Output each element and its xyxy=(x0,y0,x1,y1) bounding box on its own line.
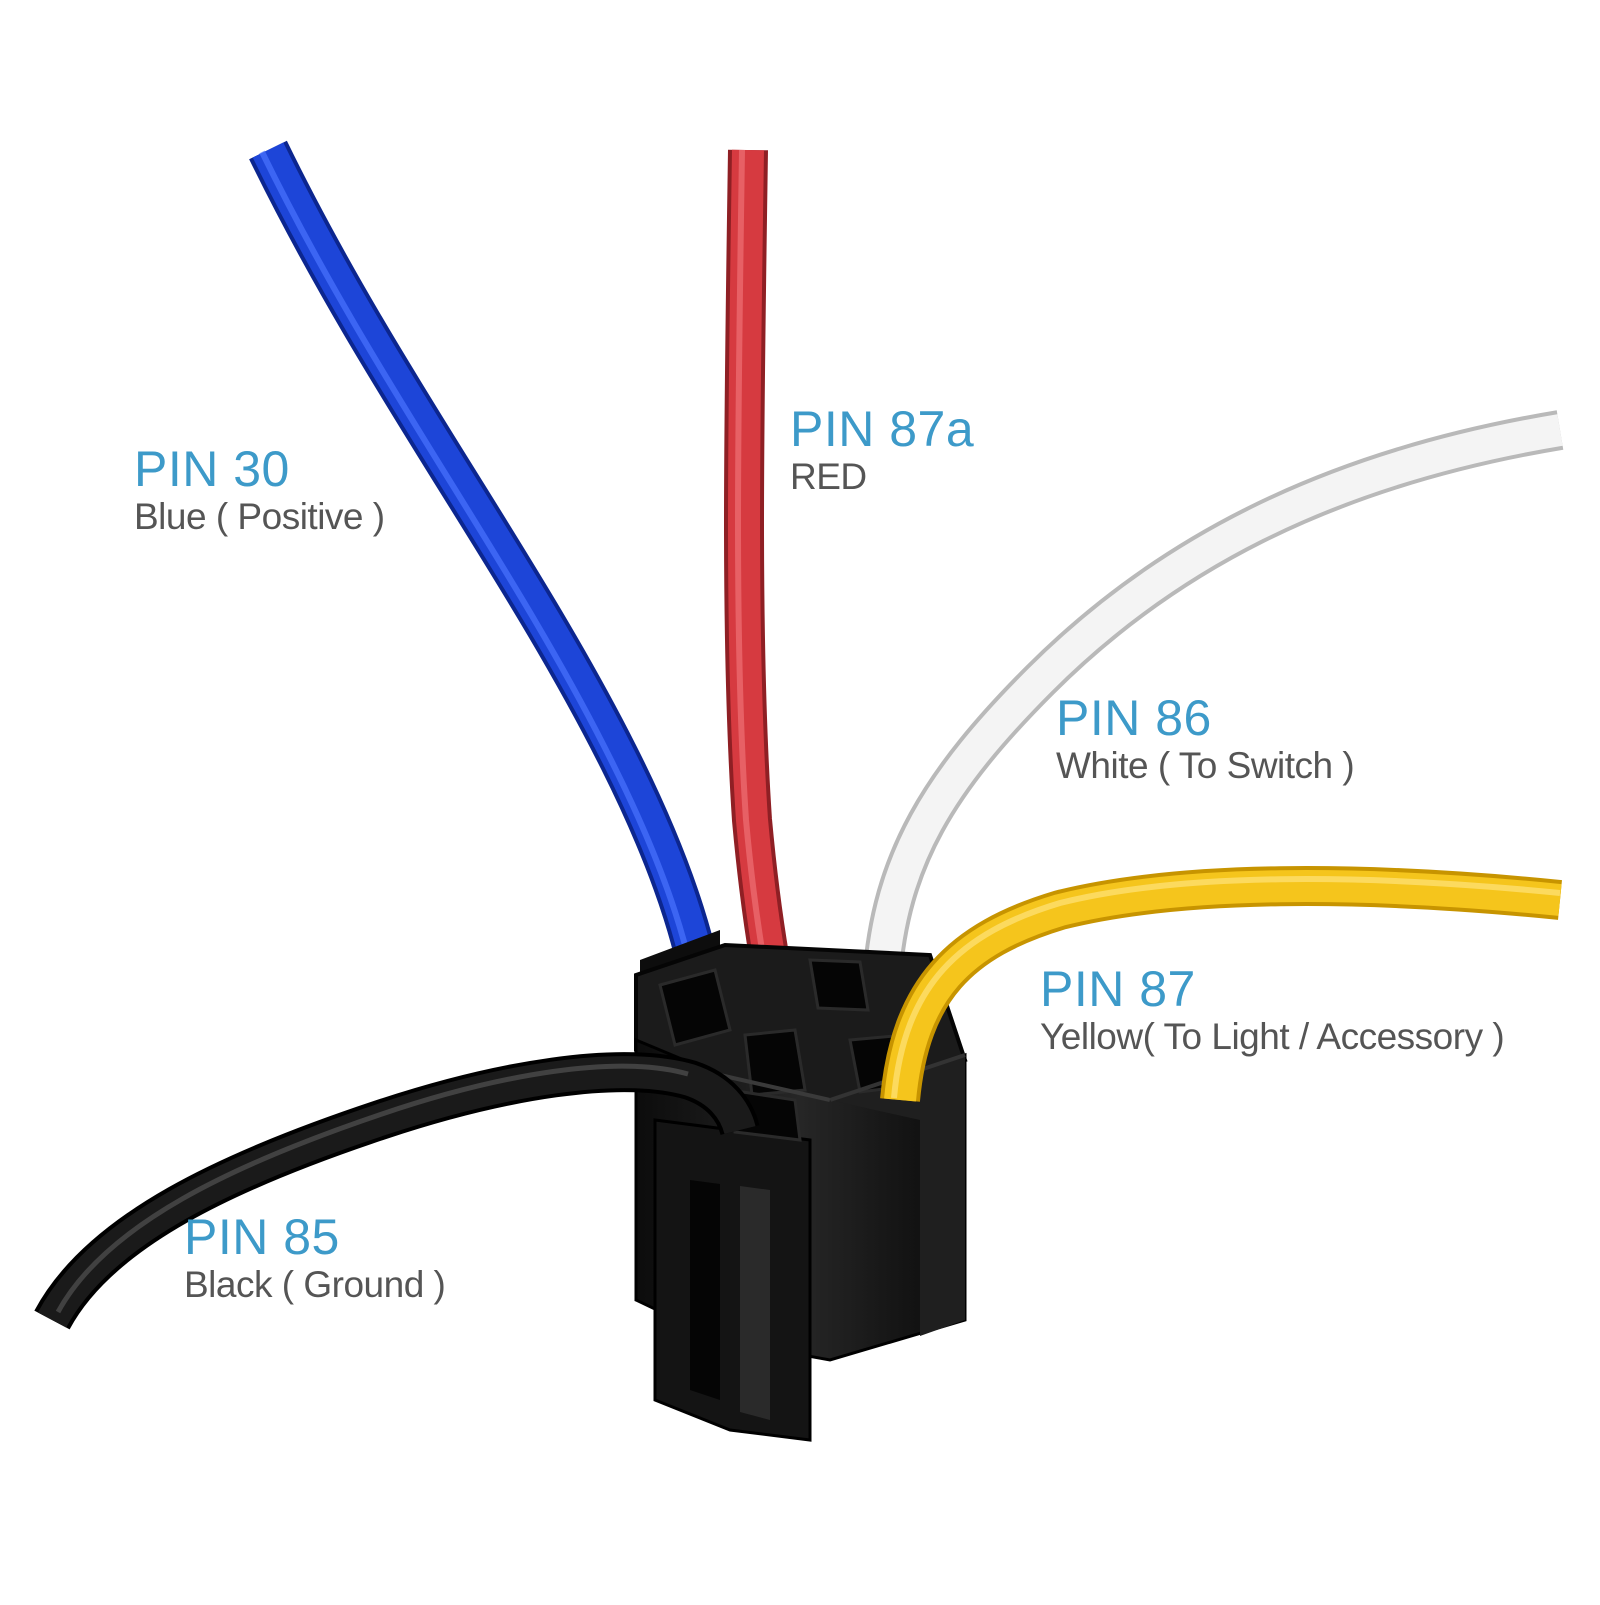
relay-socket xyxy=(634,930,968,1442)
pin-87-label: PIN 87 Yellow( To Light / Accessory ) xyxy=(1040,961,1505,1057)
pin-87-desc: Yellow( To Light / Accessory ) xyxy=(1040,1016,1505,1057)
pin-86-title: PIN 86 xyxy=(1056,690,1212,746)
pin-87a-desc: RED xyxy=(790,456,867,497)
wire-black xyxy=(34,1052,760,1330)
wire-red xyxy=(724,149,810,1065)
wire-white xyxy=(862,410,1564,982)
pin-86-label: PIN 86 White ( To Switch ) xyxy=(1056,690,1355,786)
pin-85-label: PIN 85 Black ( Ground ) xyxy=(184,1209,446,1305)
wire-yellow xyxy=(880,866,1562,1102)
pin-87a-label: PIN 87a RED xyxy=(790,404,974,495)
pin-86-desc: White ( To Switch ) xyxy=(1056,745,1355,786)
pin-30-label: PIN 30 Blue ( Positive ) xyxy=(134,444,385,535)
pin-85-title: PIN 85 xyxy=(184,1209,340,1265)
pin-30-title: PIN 30 xyxy=(134,441,290,497)
pin-30-desc: Blue ( Positive ) xyxy=(134,496,385,537)
pin-87-title: PIN 87 xyxy=(1040,961,1196,1017)
wire-blue xyxy=(249,140,729,1023)
pin-87a-title: PIN 87a xyxy=(790,401,975,457)
pin-85-desc: Black ( Ground ) xyxy=(184,1264,446,1305)
